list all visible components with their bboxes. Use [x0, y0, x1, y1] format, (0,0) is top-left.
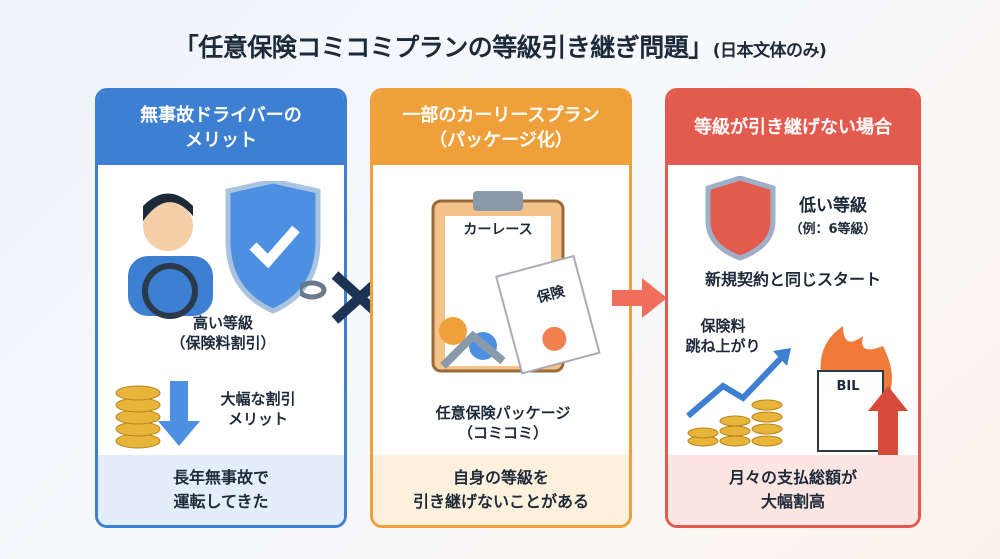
red-shield-icon — [705, 176, 776, 261]
panel-merit: 無事故ドライバーの メリット 高い等級 （保険料割引） 大幅な割引 メリット 長… — [95, 88, 347, 528]
panel-header: 等級が引き継げない場合 — [668, 91, 918, 165]
panel-package: 一部のカーリースプラン （パッケージ化） カーレース 保険 任意保険パッケージ … — [370, 88, 632, 528]
panel-footer: 長年無事故で 運転してきた — [98, 455, 344, 525]
panel-header: 一部のカーリースプラン （パッケージ化） — [373, 91, 629, 165]
title-main: 「任意保険コミコミプランの等級引き継ぎ問題」 — [173, 33, 714, 62]
title-note: (日本文体のみ) — [712, 41, 827, 61]
panel-header: 無事故ドライバーの メリット — [98, 91, 344, 165]
panel-footer: 自身の等級を 引き継げないことがある — [373, 455, 629, 525]
right-arrow-icon — [612, 278, 667, 318]
package-label: 任意保険パッケージ （コミコミ） — [435, 404, 571, 443]
premium-rise-label: 保険料 跳ね上がり — [685, 317, 761, 356]
coins-down-arrow-icon — [115, 381, 200, 449]
bill-label: BIL — [836, 379, 860, 394]
grade-example: （例：6等級） — [789, 222, 877, 237]
panel-footer: 月々の支払総額が 大幅割高 — [668, 455, 918, 525]
clipboard-label: カーレース — [463, 222, 533, 238]
new-contract-label: 新規契約と同じスタート — [704, 270, 881, 289]
rising-coins-bill-fire-illustration — [686, 326, 908, 456]
panel-no-transfer: 等級が引き継げない場合 低い等級 （例：6等級） 新規契約と同じスタート 保険料… — [665, 88, 921, 528]
driver-shield-illustration — [128, 181, 321, 319]
page-title: 「任意保険コミコミプランの等級引き継ぎ問題」(日本文体のみ) — [0, 28, 1000, 64]
high-grade-label: 高い等級 （保険料割引） — [170, 314, 276, 353]
low-grade-label: 低い等級 — [799, 196, 867, 216]
discount-label: 大幅な割引 メリット — [220, 390, 296, 429]
clipboard-keys-illustration — [431, 191, 601, 375]
